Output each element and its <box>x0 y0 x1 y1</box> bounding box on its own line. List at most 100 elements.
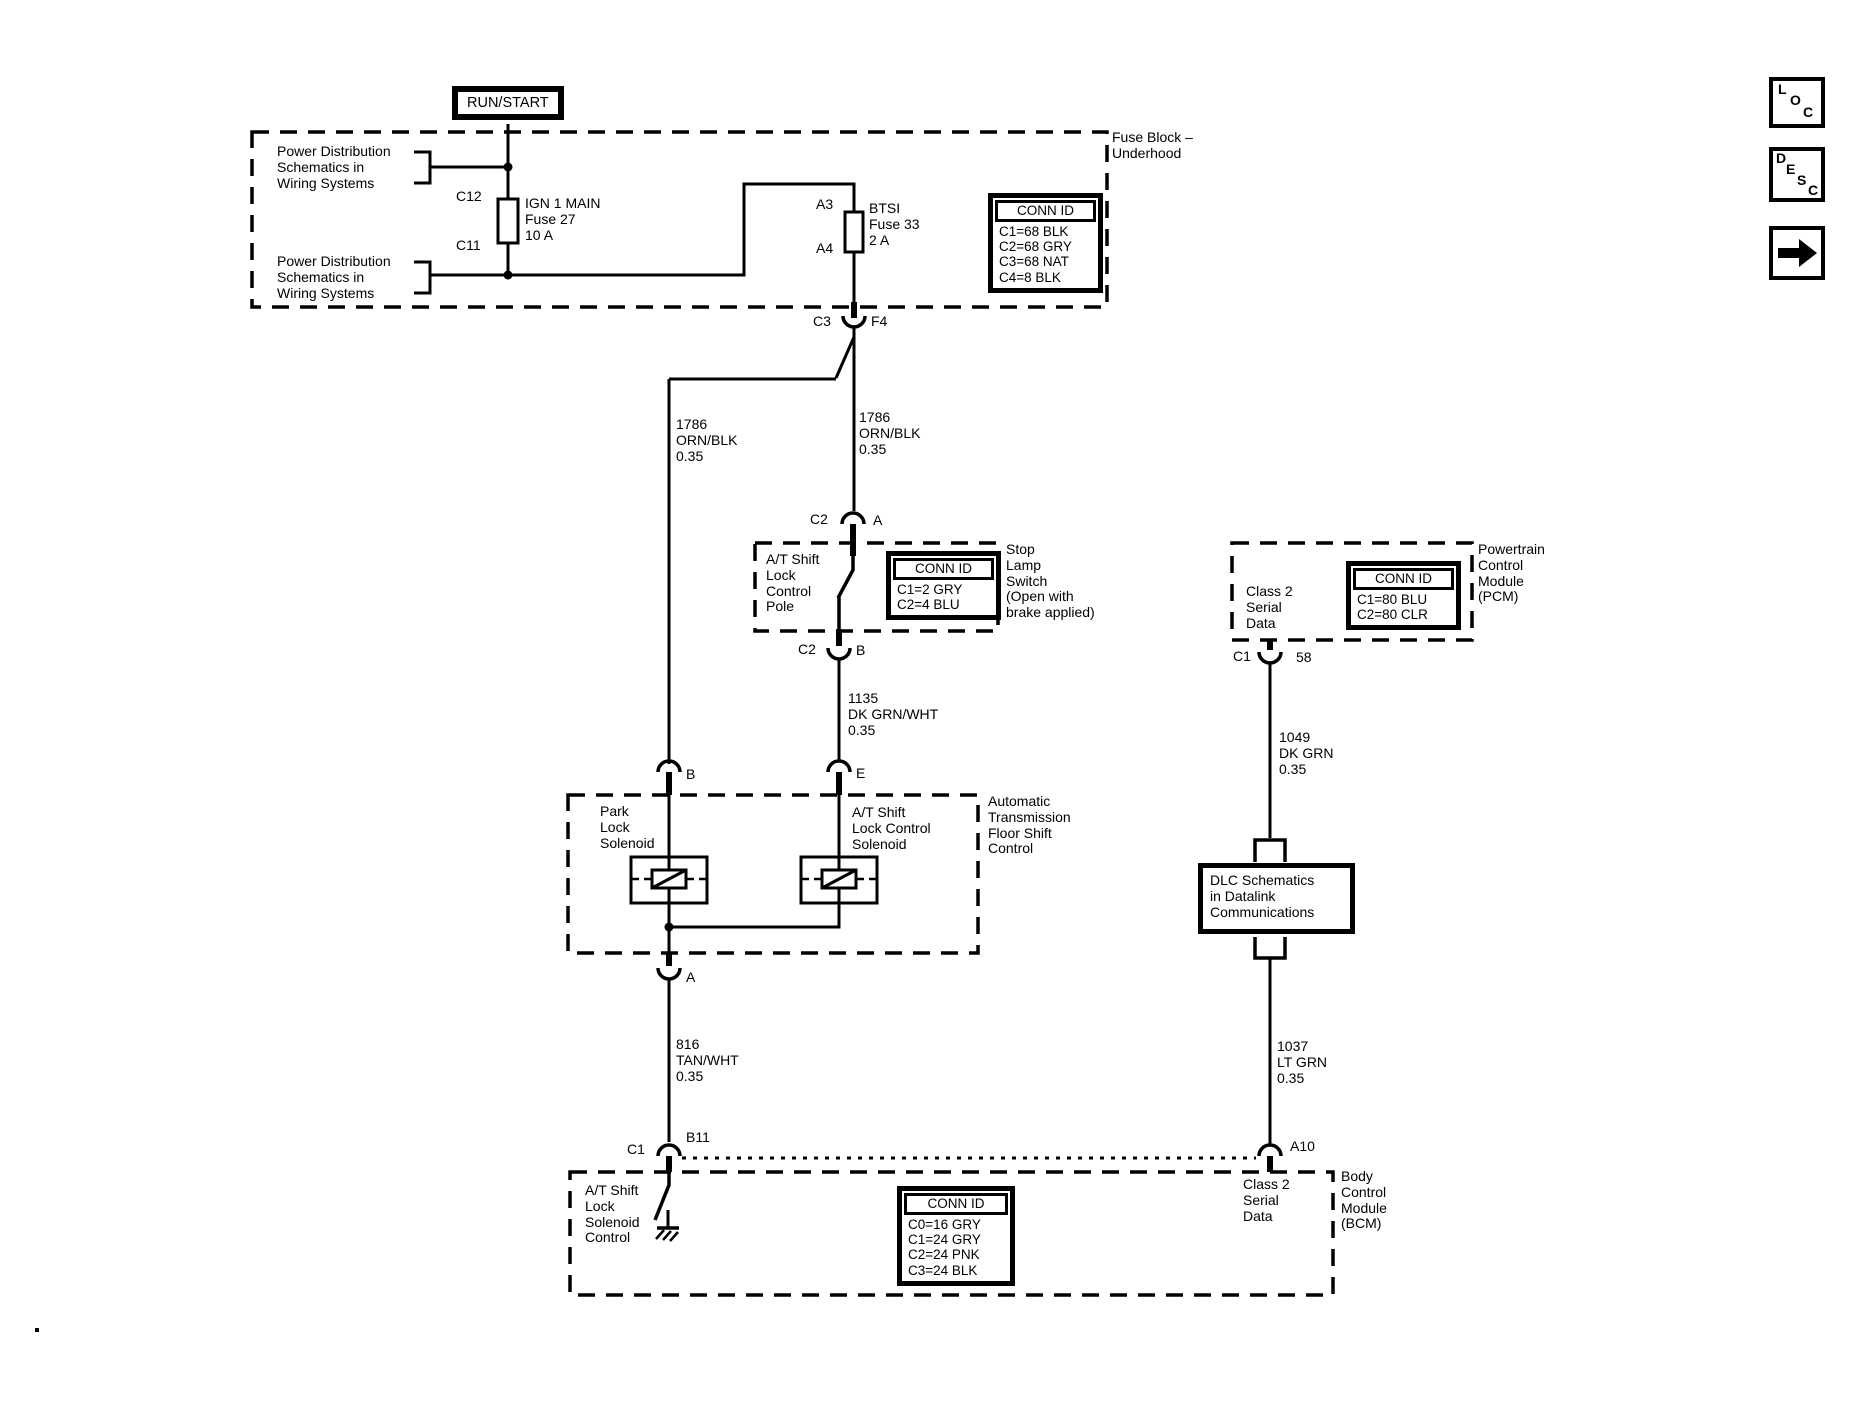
desc-letter: E <box>1786 161 1796 177</box>
transmission-boundary <box>566 793 980 955</box>
wire-to-fuse-33 <box>508 182 856 277</box>
conn-id-row: C1=24 GRY <box>908 1232 981 1248</box>
connector-a-label: A <box>686 969 696 985</box>
bcm-switch-symbol <box>653 1172 671 1221</box>
junction-dot <box>664 922 674 932</box>
conn-id-row: C0=16 GRY <box>908 1217 981 1232</box>
stop-lamp-switch-pole-symbol <box>836 556 855 629</box>
conn-id-title: CONN ID <box>893 558 994 580</box>
desc-letter: C <box>1808 182 1819 198</box>
connector-e-icon <box>826 759 852 773</box>
bcm-title: Body Control Module (BCM) <box>1341 1168 1387 1232</box>
conn-id-row: C2=80 CLR <box>1357 607 1428 623</box>
stray-mark <box>35 1328 39 1332</box>
conn-id-title: CONN ID <box>904 1193 1008 1215</box>
right-arrow-icon <box>1778 239 1817 267</box>
connector-c3-label: C3 <box>813 313 831 329</box>
dlc-bracket-top <box>1253 838 1287 862</box>
connector-a-icon <box>656 967 682 981</box>
next-page-button[interactable] <box>1769 226 1825 280</box>
connector-c1b11-icon <box>656 1143 682 1157</box>
ground-hatch <box>655 1229 679 1242</box>
fuse33-pin-bottom: A4 <box>816 240 834 256</box>
conn-id-row: C1=80 BLU <box>1357 592 1428 607</box>
conn-id-row: C1=2 GRY <box>897 582 963 597</box>
power-dist-ref-top: Power Distribution Schematics in Wiring … <box>277 143 391 191</box>
pcm-class2-label: Class 2 Serial Data <box>1246 583 1293 631</box>
wire-1049-label: 1049 DK GRN 0.35 <box>1279 729 1334 777</box>
loc-letter: O <box>1790 92 1801 108</box>
wire-1786-right-label: 1786 ORN/BLK 0.35 <box>859 409 921 457</box>
fuse33-label: BTSI Fuse 33 2 A <box>869 200 920 248</box>
connector-c1-58-right-label: 58 <box>1296 649 1312 665</box>
park-solenoid-core <box>650 868 688 890</box>
park-lock-solenoid-label: Park Lock Solenoid <box>600 803 655 851</box>
connector-c3f4-icon <box>841 315 867 329</box>
junction-dot <box>503 162 513 172</box>
fuse27-pin-top: C12 <box>456 188 482 204</box>
conn-id-row: C2=24 PNK <box>908 1247 980 1263</box>
junction-dot <box>503 270 513 280</box>
fuse33-pin-top: A3 <box>816 196 834 212</box>
fuse27-label: IGN 1 MAIN Fuse 27 10 A <box>525 195 601 243</box>
wire-816-label: 816 TAN/WHT 0.35 <box>676 1036 739 1084</box>
pcm-conn-id-table: CONN ID C1=80 BLU C2=80 CLR <box>1346 561 1461 631</box>
wire-1037-label: 1037 LT GRN 0.35 <box>1277 1038 1328 1086</box>
power-dist-ref-bottom: Power Distribution Schematics in Wiring … <box>277 253 391 301</box>
conn-id-row: C3=24 BLK <box>908 1262 978 1278</box>
connector-b-label: B <box>686 766 696 782</box>
stop-lamp-conn-id-table: CONN ID C1=2 GRY C2=4 BLU <box>886 551 1001 621</box>
fuse-33-symbol <box>843 210 865 254</box>
fuse-block-title: Fuse Block – Underhood <box>1112 129 1193 161</box>
dlc-bracket-bottom <box>1253 937 1287 960</box>
loc-letter: C <box>1803 104 1814 120</box>
ref-bracket-bottom <box>414 260 508 295</box>
conn-id-row: C1=68 BLK <box>999 224 1069 239</box>
bcm-control-label: A/T Shift Lock Solenoid Control <box>585 1182 640 1246</box>
fuse-block-boundary <box>250 130 1109 309</box>
conn-id-row: C2=4 BLU <box>897 597 960 613</box>
connector-f4-label: F4 <box>871 313 888 329</box>
loc-letter: L <box>1778 81 1787 97</box>
desc-button[interactable]: D E S C <box>1769 147 1825 202</box>
park-solenoid-diagonal <box>651 868 687 890</box>
connector-c2b-left-label: C2 <box>798 641 816 657</box>
wire-1786-left <box>667 336 856 764</box>
desc-letter: S <box>1797 172 1807 188</box>
transmission-title: Automatic Transmission Floor Shift Contr… <box>988 793 1071 857</box>
pcm-boundary <box>1230 541 1474 642</box>
fuse-block-conn-id-table: CONN ID C1=68 BLK C2=68 GRY C3=68 NAT C4… <box>988 193 1103 293</box>
conn-id-title: CONN ID <box>995 200 1096 222</box>
connector-c1-58-left-label: C1 <box>1233 648 1251 664</box>
shift-lock-solenoid-label: A/T Shift Lock Control Solenoid <box>852 804 931 852</box>
connector-c158-icon <box>1257 651 1283 665</box>
desc-letter: D <box>1776 150 1787 166</box>
connector-c1b11-right-label: B11 <box>686 1129 710 1145</box>
wire-1786-left-label: 1786 ORN/BLK 0.35 <box>676 416 738 464</box>
shift-lock-pole-label: A/T Shift Lock Control Pole <box>766 551 820 615</box>
connector-c2a-right-label: A <box>873 512 883 528</box>
conn-id-row: C2=68 GRY <box>999 239 1072 255</box>
conn-id-title: CONN ID <box>1353 568 1454 590</box>
wire-1135-label: 1135 DK GRN/WHT 0.35 <box>848 690 939 738</box>
connector-b-icon <box>656 759 682 773</box>
bcm-boundary <box>568 1170 1335 1297</box>
shift-solenoid-diagonal <box>821 868 857 890</box>
bcm-conn-id-table: CONN ID C0=16 GRY C1=24 GRY C2=24 PNK C3… <box>897 1186 1015 1286</box>
stop-lamp-switch-label: Stop Lamp Switch (Open with brake applie… <box>1006 541 1095 621</box>
connector-a10-icon <box>1257 1143 1283 1157</box>
connector-c2a-icon <box>840 511 866 525</box>
fuse-27-symbol <box>496 197 520 245</box>
connector-c2a-left-label: C2 <box>810 511 828 527</box>
bcm-class2-label: Class 2 Serial Data <box>1243 1176 1290 1224</box>
wire-solenoid-join <box>667 903 841 953</box>
fuse27-pin-bottom: C11 <box>456 237 481 253</box>
loc-button[interactable]: L O C <box>1769 77 1825 128</box>
power-source-tag: RUN/START <box>452 86 564 120</box>
conn-id-row: C3=68 NAT <box>999 254 1069 270</box>
connector-c1b11-left-label: C1 <box>627 1141 645 1157</box>
connector-a10-label: A10 <box>1290 1138 1315 1154</box>
pcm-title: Powertrain Control Module (PCM) <box>1478 541 1545 605</box>
